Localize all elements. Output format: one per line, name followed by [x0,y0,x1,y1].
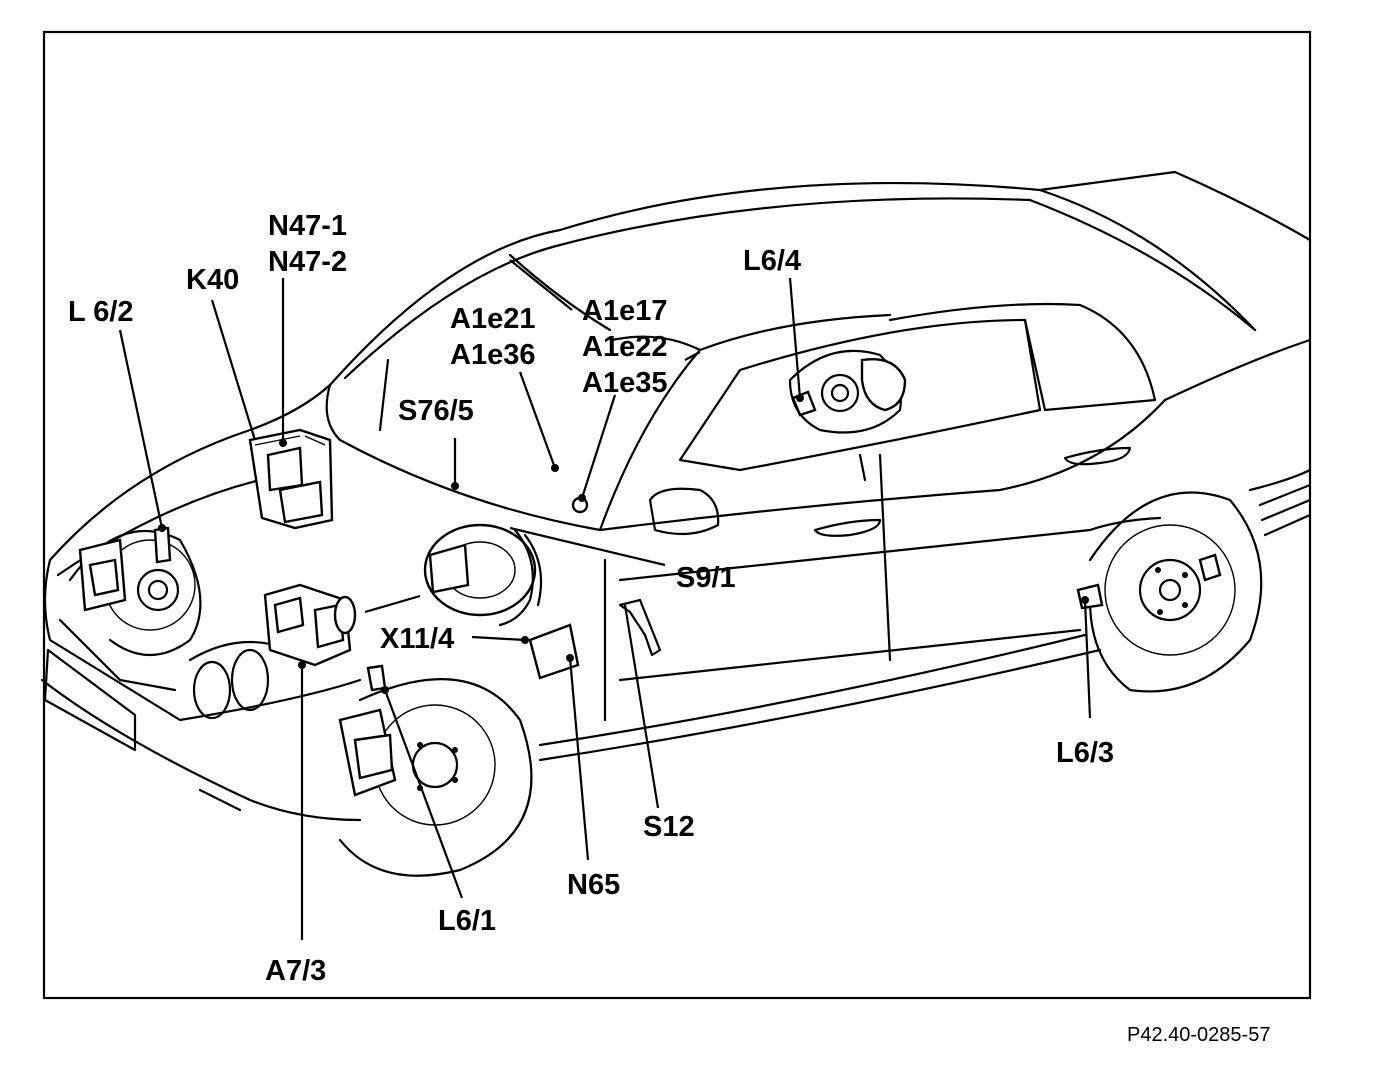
label-a7-3: A7/3 [265,955,326,987]
front-right-wheel [68,526,202,657]
label-s76-5: S76/5 [398,395,474,427]
label-a1e17: A1e17 [582,295,667,327]
callout-labels: L 6/2 K40 N47-1 N47-2 A1e21 A1e36 A1e17 … [68,210,1114,987]
label-s12: S12 [643,811,695,843]
s12-switch [618,598,662,657]
front-left-wheel [338,678,533,877]
figure-id: P42.40-0285-57 [1127,1024,1270,1046]
diagram-frame [42,30,1312,1000]
label-l6-2: L 6/2 [68,296,134,328]
leader-dots [158,394,1089,694]
label-l6-1: L6/1 [438,905,496,937]
rear-right-wheel [1088,491,1263,693]
label-a1e22: A1e22 [582,331,667,363]
label-l6-3: L6/3 [1056,737,1114,769]
label-l6-4: L6/4 [743,245,801,277]
car-body [40,170,1312,822]
k40-relay-box [248,428,334,530]
label-n47-2: N47-2 [268,246,347,278]
label-n47-1: N47-1 [268,210,347,242]
label-k40: K40 [186,264,239,296]
label-n65: N65 [567,869,620,901]
label-s9-1: S9/1 [676,562,736,594]
label-a1e36: A1e36 [450,339,535,371]
brake-booster [423,523,543,627]
rear-left-wheel [788,349,907,434]
label-a1e35: A1e35 [582,367,667,399]
a7-3-hydraulic-unit [263,583,357,667]
label-a1e21: A1e21 [450,303,535,335]
leader-lines [118,259,1092,940]
label-x11-4: X11/4 [380,623,454,655]
n65-control-unit [528,623,580,680]
